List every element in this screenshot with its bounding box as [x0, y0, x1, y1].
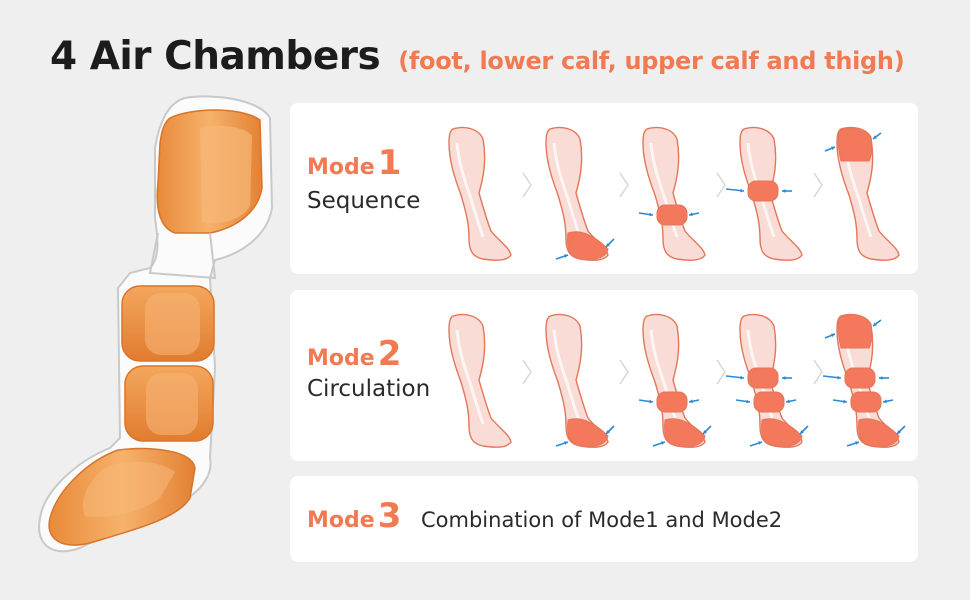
leg-step — [822, 313, 906, 448]
pressure-arrow-icon — [702, 425, 712, 435]
mode1-card: Mode 1 Sequence — [290, 103, 918, 274]
pressure-arrow-icon — [879, 376, 889, 380]
pressure-arrow-icon — [782, 376, 792, 380]
pressure-arrow-icon — [832, 399, 848, 404]
leg-step — [824, 126, 900, 261]
chevron-right-icon — [813, 172, 823, 198]
mode3-number: 3 — [377, 496, 402, 536]
mode1-name: Sequence — [307, 188, 421, 214]
pressure-arrow-icon — [688, 399, 700, 404]
chevron-right-icon — [716, 172, 726, 198]
pressure-arrow-icon — [872, 132, 882, 140]
pressure-arrow-icon — [846, 441, 860, 447]
mode2-name: Circulation — [307, 376, 431, 402]
leg-compression-device-icon — [38, 95, 274, 553]
chevron-right-icon — [522, 359, 532, 385]
pressure-arrow-icon — [785, 399, 797, 404]
mode2-number: 2 — [377, 334, 402, 374]
leg-step — [638, 126, 706, 261]
mode2-card: Mode 2 Circulation — [290, 290, 918, 461]
mode2-word: Mode — [307, 346, 375, 371]
leg-step — [725, 313, 809, 448]
leg-step — [545, 313, 615, 448]
mode1-label: Mode 1 — [307, 143, 401, 183]
pressure-arrow-icon — [725, 188, 745, 193]
pressure-arrow-icon — [824, 146, 836, 152]
leg-step — [545, 126, 615, 261]
leg-step — [725, 126, 803, 261]
pressure-arrow-icon — [735, 399, 751, 404]
leg-step — [638, 313, 712, 448]
pressure-arrow-icon — [605, 425, 615, 435]
page-title: 4 Air Chambers (foot, lower calf, upper … — [50, 34, 905, 79]
mode2-label: Mode 2 — [307, 334, 401, 374]
mode3-word: Mode — [307, 508, 375, 533]
pressure-arrow-icon — [749, 441, 763, 447]
chevron-right-icon — [619, 359, 629, 385]
chevron-right-icon — [522, 172, 532, 198]
leg-step — [448, 313, 512, 448]
pressure-arrow-icon — [824, 333, 836, 339]
mode1-steps — [448, 126, 900, 261]
pressure-arrow-icon — [882, 399, 894, 404]
pressure-arrow-icon — [688, 212, 700, 217]
title-main: 4 Air Chambers — [50, 34, 381, 79]
mode1-number: 1 — [377, 143, 402, 183]
title-subtitle: (foot, lower calf, upper calf and thigh) — [398, 47, 905, 75]
pressure-arrow-icon — [896, 425, 906, 435]
mode1-word: Mode — [307, 155, 375, 180]
pressure-arrow-icon — [638, 212, 654, 217]
pressure-arrow-icon — [555, 441, 569, 447]
pressure-arrow-icon — [652, 441, 666, 447]
chevron-right-icon — [619, 172, 629, 198]
leg-step — [448, 126, 512, 261]
mode3-label: Mode 3 — [307, 496, 401, 536]
pressure-arrow-icon — [782, 189, 792, 193]
mode2-steps — [448, 313, 906, 448]
pressure-arrow-icon — [725, 375, 745, 380]
chevron-right-icon — [813, 359, 823, 385]
pressure-arrow-icon — [555, 254, 569, 260]
mode3-description: Combination of Mode1 and Mode2 — [421, 508, 783, 532]
pressure-arrow-icon — [638, 399, 654, 404]
pressure-arrow-icon — [799, 425, 809, 435]
pressure-arrow-icon — [822, 375, 842, 380]
mode3-card: Mode 3 Combination of Mode1 and Mode2 — [290, 476, 918, 562]
chevron-right-icon — [716, 359, 726, 385]
pressure-arrow-icon — [605, 238, 615, 248]
pressure-arrow-icon — [872, 319, 882, 327]
